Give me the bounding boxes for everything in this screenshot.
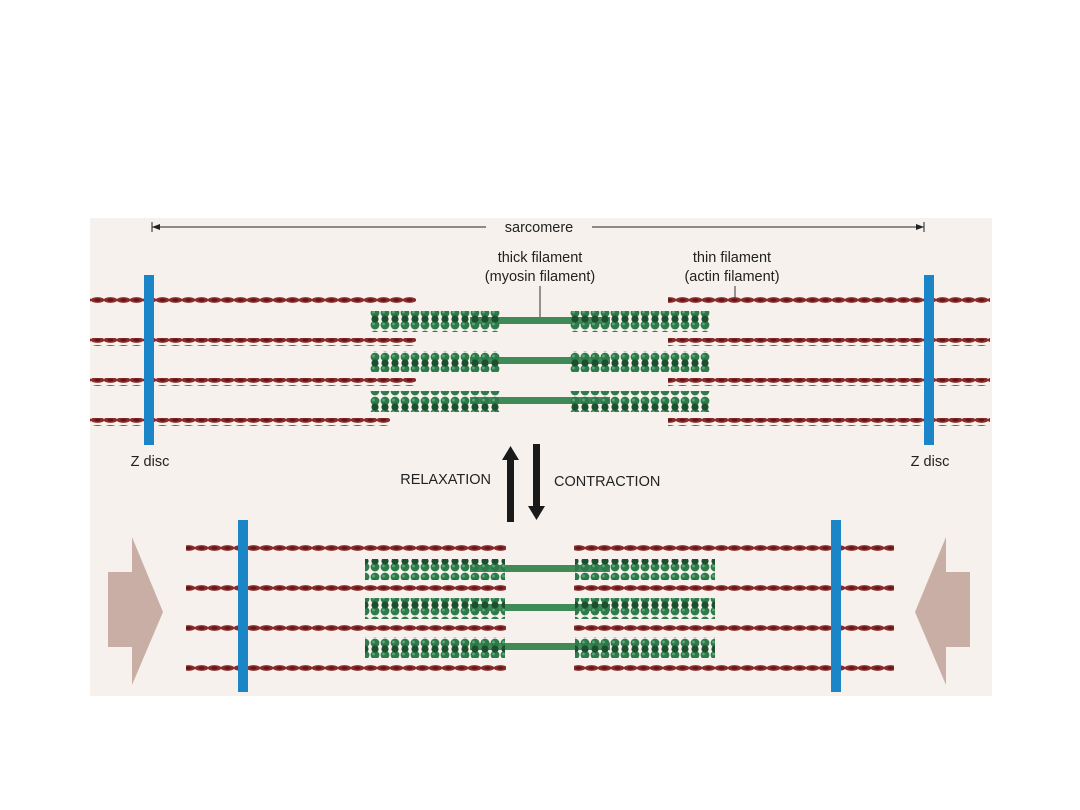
- actin-filament: [668, 418, 990, 426]
- inward-arrow-icon: [108, 537, 163, 685]
- actin-filament: [574, 585, 894, 593]
- myosin-filament: [365, 559, 715, 580]
- sarcomere-label: sarcomere: [505, 220, 574, 236]
- contracted-sarcomere: [186, 520, 894, 692]
- double-vertical-arrow-icon: [502, 444, 545, 522]
- z-disc-left-contracted: [238, 520, 248, 692]
- myosin-filament: [370, 311, 710, 332]
- actin-filament: [574, 664, 894, 672]
- z-disc-right: [924, 275, 934, 445]
- thin-filament-sublabel: (actin filament): [684, 269, 779, 285]
- actin-filament: [186, 664, 506, 672]
- actin-filament: [668, 378, 990, 386]
- actin-filament: [186, 545, 506, 553]
- actin-filament: [90, 297, 416, 305]
- relaxed-sarcomere: [90, 275, 990, 445]
- relaxation-label: RELAXATION: [400, 472, 491, 488]
- z-disc-right-label: Z disc: [911, 454, 950, 470]
- z-disc-right-contracted: [831, 520, 841, 692]
- actin-filament: [90, 338, 416, 346]
- sarcomere-dimension: [151, 222, 925, 232]
- actin-filament: [574, 545, 894, 553]
- z-disc-left: [144, 275, 154, 445]
- actin-filament: [574, 625, 894, 633]
- z-disc-left-label: Z disc: [131, 454, 170, 470]
- panel-background: [90, 218, 992, 696]
- myosin-filament: [370, 391, 710, 412]
- actin-filament: [668, 338, 990, 346]
- myosin-filament: [370, 351, 710, 372]
- actin-filament: [668, 297, 990, 305]
- myosin-filament: [365, 637, 715, 658]
- thick-filament-label: thick filament: [498, 250, 583, 266]
- myosin-filament: [365, 598, 715, 619]
- thin-filament-label: thin filament: [693, 250, 771, 266]
- contraction-label: CONTRACTION: [554, 474, 660, 490]
- actin-filament: [90, 378, 416, 386]
- inward-arrow-icon: [915, 537, 970, 685]
- actin-filament: [186, 625, 506, 633]
- thick-filament-sublabel: (myosin filament): [485, 269, 595, 285]
- actin-filament: [90, 418, 390, 426]
- actin-filament: [186, 585, 506, 593]
